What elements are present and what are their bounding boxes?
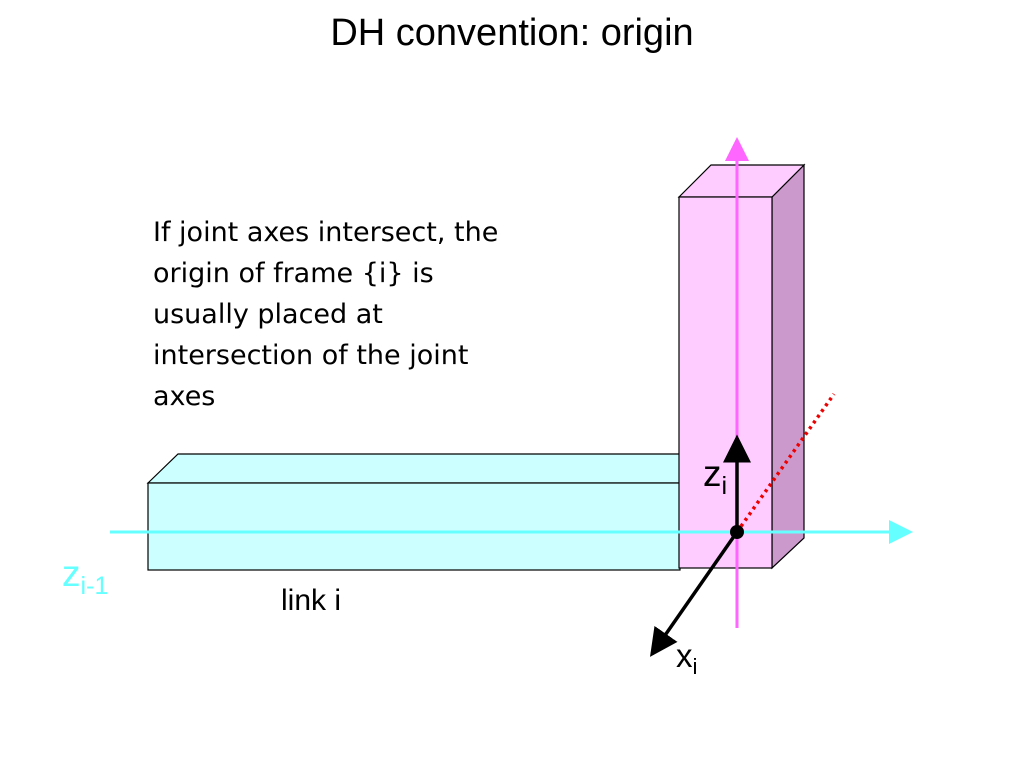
note-line: axes bbox=[153, 381, 216, 412]
joint-side-face bbox=[771, 163, 805, 570]
note-line: If joint axes intersect, the bbox=[153, 217, 499, 248]
link-front-face bbox=[147, 482, 681, 571]
link-label: link i bbox=[281, 584, 342, 617]
frame-origin-dot bbox=[730, 525, 744, 539]
note-line: origin of frame {i} is bbox=[153, 258, 434, 289]
z-i-label: zi bbox=[703, 453, 728, 501]
note-line: intersection of the joint bbox=[153, 340, 469, 371]
note-text: If joint axes intersect, the origin of f… bbox=[153, 212, 623, 417]
slide-title: DH convention: origin bbox=[330, 12, 694, 54]
x-i-arrow bbox=[649, 530, 739, 657]
link-top-face bbox=[146, 453, 714, 484]
x-i-label: xi bbox=[676, 637, 698, 680]
joint-front-face bbox=[678, 196, 773, 569]
z-i-minus-1-label: zi-1 bbox=[62, 553, 109, 601]
note-line: usually placed at bbox=[153, 299, 383, 330]
dotted-axis bbox=[735, 392, 836, 534]
